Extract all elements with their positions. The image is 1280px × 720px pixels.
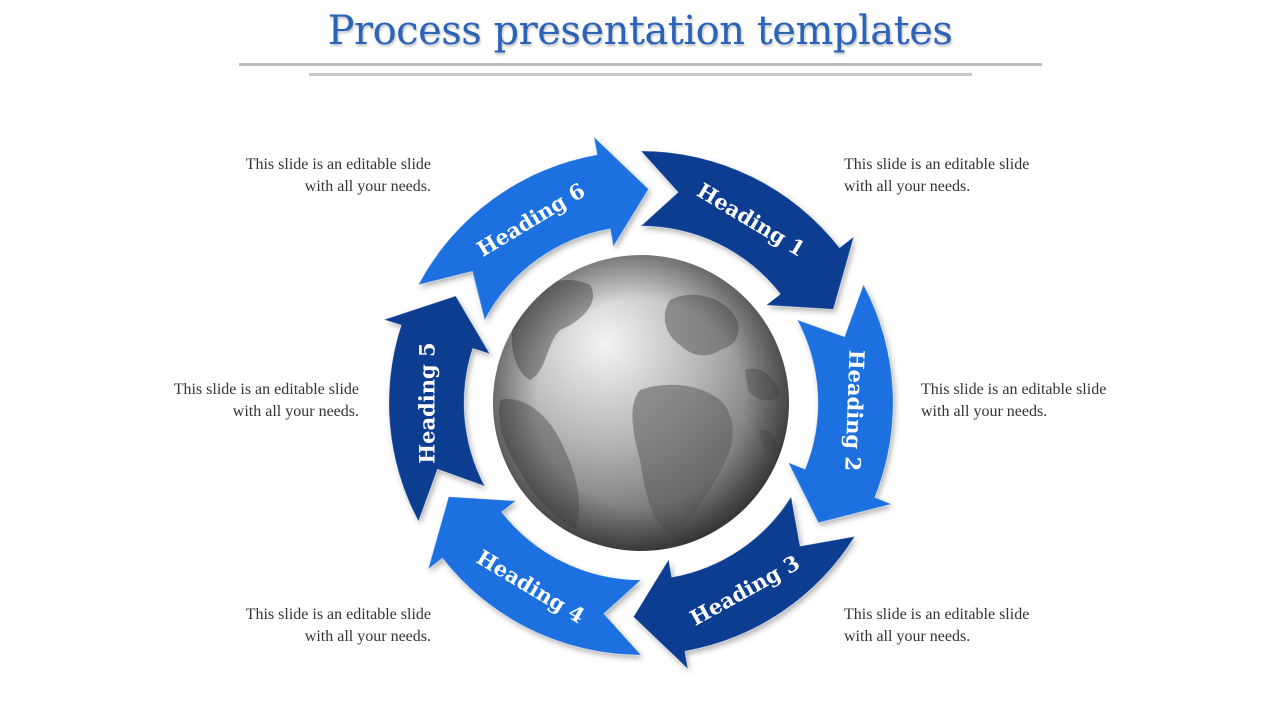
arrow-segment-1 (639, 150, 855, 310)
arrow-segment-3 (632, 495, 856, 671)
arrow-segment-5 (382, 295, 491, 523)
title-rule-bottom (309, 73, 972, 76)
arrow-segment-4 (427, 496, 643, 656)
arrow-segment-6 (417, 135, 650, 322)
slide-title: Process presentation templates (327, 8, 953, 54)
arrow-segment-2 (787, 283, 894, 524)
arrow-ring (382, 135, 894, 671)
title-rule-top (239, 63, 1042, 66)
heading-5-label: Heading 5 (415, 342, 440, 463)
heading-2-label: Heading 2 (840, 349, 869, 471)
globe-icon (491, 253, 791, 553)
